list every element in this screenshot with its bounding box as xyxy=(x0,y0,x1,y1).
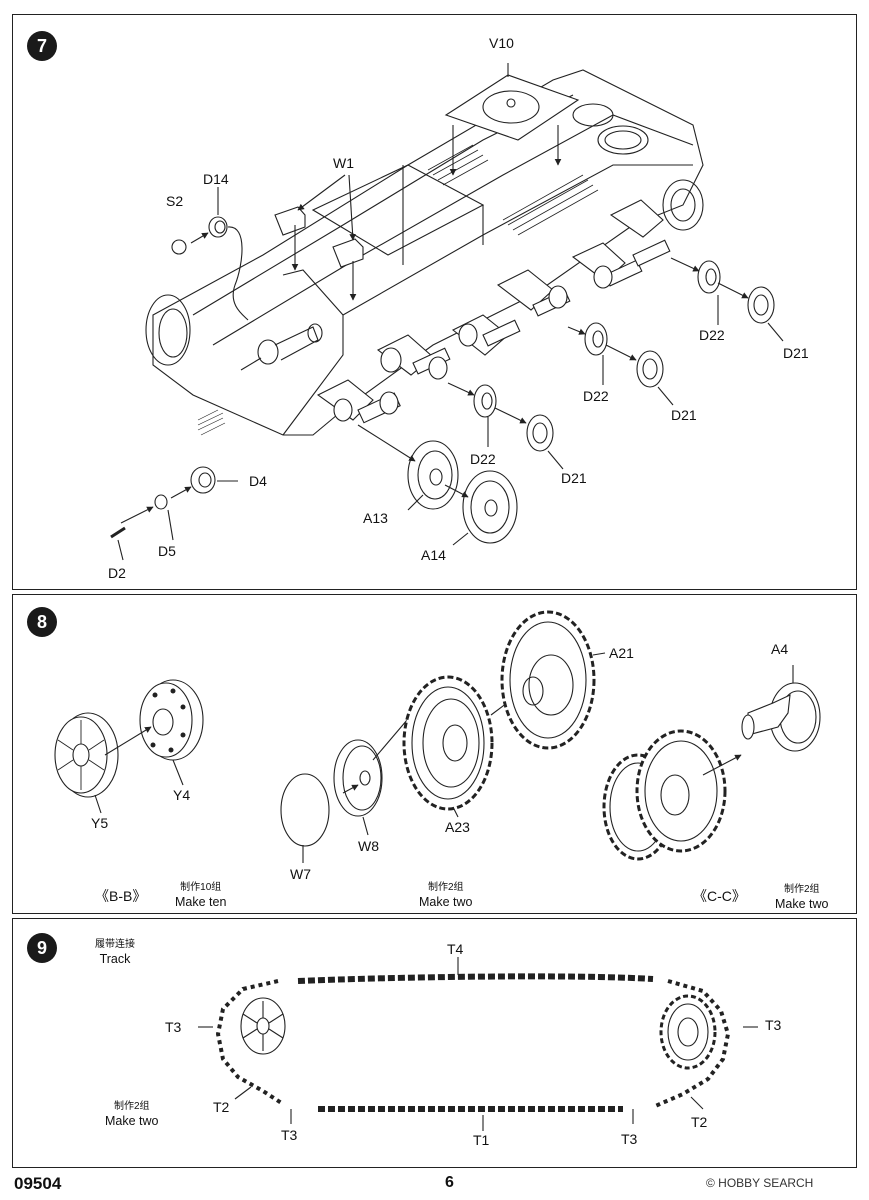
label-d14: D14 xyxy=(203,171,229,187)
step-7-panel: 7 V10 W1 D14 S2 D22 D21 D22 D21 D22 D21 … xyxy=(12,14,857,590)
note-make-two-track: 制作2组 Make two xyxy=(105,1101,159,1128)
step-8-panel: 8 A21 A4 Y4 Y5 A23 W8 W7 《B-B》 《C-C》 制作1… xyxy=(12,594,857,914)
v10-plate xyxy=(444,74,580,141)
label-t2-right: T2 xyxy=(691,1114,708,1130)
page-number: 6 xyxy=(445,1174,454,1191)
label-y4: Y4 xyxy=(173,787,191,803)
note-make-ten: 制作10组 Make ten xyxy=(175,882,227,909)
step-7-diagram xyxy=(110,63,784,561)
label-v10: V10 xyxy=(489,35,514,51)
label-d2: D2 xyxy=(108,565,126,581)
label-a21: A21 xyxy=(609,645,634,661)
label-t2-left: T2 xyxy=(213,1099,230,1115)
suspension-arms xyxy=(316,199,671,424)
step-9-badge: 9 xyxy=(27,933,57,963)
note-make-two-a: 制作2组 Make two xyxy=(419,882,473,909)
section-bb: 《B-B》 xyxy=(95,888,147,904)
label-a14: A14 xyxy=(421,547,446,563)
label-d4: D4 xyxy=(249,473,267,489)
label-a4: A4 xyxy=(771,641,789,657)
label-d21-b: D21 xyxy=(671,407,697,423)
label-d5: D5 xyxy=(158,543,176,559)
step-8-diagram xyxy=(54,610,821,863)
label-a13: A13 xyxy=(363,510,388,526)
step-9-diagram xyxy=(198,957,758,1131)
label-w7: W7 xyxy=(290,866,311,882)
step-7-badge: 7 xyxy=(27,31,57,61)
label-w8: W8 xyxy=(358,838,379,854)
step-8-badge: 8 xyxy=(27,607,57,637)
section-cc: 《C-C》 xyxy=(693,888,746,904)
note-make-two-b: 制作2组 Make two xyxy=(775,884,829,911)
watermark: © HOBBY SEARCH xyxy=(706,1176,814,1190)
hull-outline xyxy=(152,69,704,436)
label-d22-b: D22 xyxy=(583,388,609,404)
label-t4: T4 xyxy=(447,941,464,957)
label-w1: W1 xyxy=(333,155,354,171)
label-d21-a: D21 xyxy=(783,345,809,361)
label-d22-a: D22 xyxy=(699,327,725,343)
label-d21-c: D21 xyxy=(561,470,587,486)
label-t1: T1 xyxy=(473,1132,490,1148)
label-s2: S2 xyxy=(166,193,184,209)
label-a23: A23 xyxy=(445,819,470,835)
step-9-panel: 9 履带连接 Track 制作2组 Make two T4 T3 T3 T2 T… xyxy=(12,918,857,1168)
label-t3-left: T3 xyxy=(165,1019,182,1035)
label-d22-c: D22 xyxy=(470,451,496,467)
road-wheels xyxy=(447,257,775,452)
label-t3-bottom-left: T3 xyxy=(281,1127,298,1143)
label-y5: Y5 xyxy=(91,815,109,831)
label-t3-right: T3 xyxy=(765,1017,782,1033)
track-t4 xyxy=(297,973,654,984)
label-t3-bottom-right: T3 xyxy=(621,1131,638,1147)
product-code: 09504 xyxy=(14,1174,62,1193)
note-track: 履带连接 Track xyxy=(95,939,135,966)
